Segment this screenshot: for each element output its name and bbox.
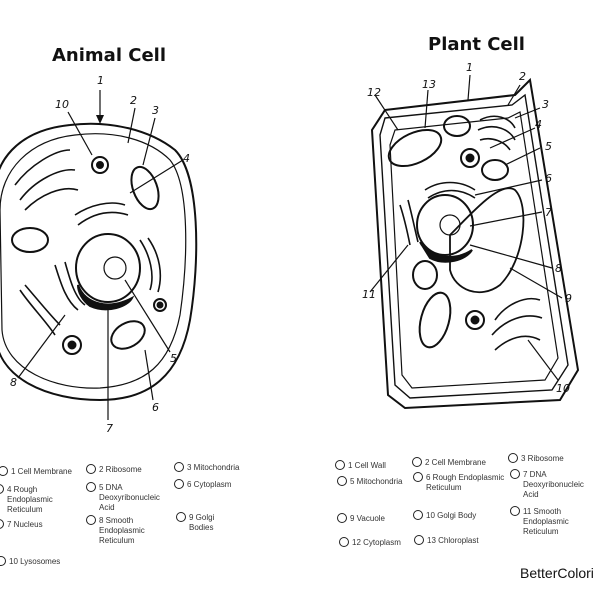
animal-label-3: 3 bbox=[152, 104, 159, 117]
animal-label-2: 2 bbox=[130, 94, 137, 107]
plant-rough-er bbox=[424, 181, 476, 199]
animal-nucleus bbox=[75, 233, 141, 303]
plant-labels: 1 2 3 4 5 6 7 8 9 10 11 12 13 bbox=[362, 61, 572, 395]
animal-nucleolus bbox=[103, 256, 127, 280]
plant-cell-inner-edge bbox=[389, 111, 559, 389]
plant-label-5: 5 bbox=[545, 140, 552, 153]
color-circle-icon[interactable] bbox=[0, 466, 8, 476]
animal-mitochondrion-1 bbox=[130, 165, 160, 211]
animal-nucleus-shade bbox=[77, 284, 135, 311]
animal-label-6: 6 bbox=[152, 401, 159, 414]
plant-organelle-1-core bbox=[465, 153, 475, 163]
color-circle-icon[interactable] bbox=[412, 457, 422, 467]
animal-leader-lines bbox=[17, 90, 184, 420]
animal-label-5: 5 bbox=[170, 352, 177, 365]
plant-chloroplast-2 bbox=[418, 291, 452, 349]
animal-cell bbox=[0, 90, 198, 420]
plant-label-11: 11 bbox=[362, 288, 376, 301]
brand-watermark: BetterColori bbox=[520, 565, 594, 581]
plant-label-2: 2 bbox=[519, 70, 526, 83]
animal-lysosome-oval bbox=[11, 227, 49, 253]
color-circle-icon[interactable] bbox=[510, 506, 520, 516]
color-circle-icon[interactable] bbox=[174, 479, 184, 489]
color-circle-icon[interactable] bbox=[337, 513, 347, 523]
plant-label-12: 12 bbox=[367, 86, 381, 99]
animal-rough-er bbox=[14, 149, 79, 211]
color-circle-icon[interactable] bbox=[86, 515, 96, 525]
color-circle-icon[interactable] bbox=[339, 537, 349, 547]
plant-golgi-2 bbox=[491, 298, 543, 351]
animal-label-7: 7 bbox=[106, 422, 113, 435]
animal-lysosome-3 bbox=[153, 298, 167, 312]
animal-arrow-1 bbox=[96, 115, 104, 124]
plant-organelle-2-core bbox=[470, 315, 480, 325]
animal-label-1: 1 bbox=[97, 74, 104, 87]
color-circle-icon[interactable] bbox=[413, 510, 423, 520]
animal-lysosome-1 bbox=[91, 156, 109, 174]
plant-cell bbox=[369, 74, 580, 410]
animal-lysosome-1-core bbox=[96, 161, 104, 169]
plant-mitochondrion-2 bbox=[481, 159, 509, 181]
plant-nucleus-shade bbox=[419, 241, 473, 263]
plant-cell-membrane bbox=[379, 93, 569, 399]
animal-cell-title: Animal Cell bbox=[52, 45, 167, 66]
plant-mitochondrion-1 bbox=[443, 115, 471, 137]
plant-label-4: 4 bbox=[535, 118, 542, 131]
plant-cell-title: Plant Cell bbox=[428, 34, 525, 55]
animal-label-4: 4 bbox=[183, 152, 190, 165]
plant-chloroplast-1 bbox=[387, 128, 443, 168]
plant-cell-wall bbox=[370, 77, 580, 410]
color-circle-icon[interactable] bbox=[335, 460, 345, 470]
plant-smooth-er bbox=[399, 199, 419, 246]
color-circle-icon[interactable] bbox=[0, 556, 6, 566]
animal-mitochondrion-2 bbox=[110, 320, 146, 350]
plant-label-3: 3 bbox=[542, 98, 549, 111]
plant-nucleus bbox=[416, 194, 474, 256]
animal-golgi bbox=[139, 237, 162, 293]
plant-label-1: 1 bbox=[466, 61, 473, 74]
plant-chloroplast-3 bbox=[412, 260, 438, 290]
animal-label-10: 10 bbox=[55, 98, 69, 111]
animal-labels: 1 2 3 4 5 6 7 8 10 bbox=[10, 74, 190, 435]
color-circle-icon[interactable] bbox=[508, 453, 518, 463]
color-circle-icon[interactable] bbox=[510, 469, 520, 479]
plant-label-10: 10 bbox=[556, 382, 570, 395]
plant-vacuole bbox=[449, 187, 525, 294]
plant-nucleolus bbox=[439, 214, 461, 236]
plant-organelle-2 bbox=[465, 310, 485, 330]
animal-lysosome-2 bbox=[62, 335, 82, 355]
plant-leader-lines bbox=[369, 74, 563, 381]
color-circle-icon[interactable] bbox=[337, 476, 347, 486]
plant-label-13: 13 bbox=[422, 78, 436, 91]
animal-cell-membrane-inner bbox=[0, 133, 187, 389]
color-circle-icon[interactable] bbox=[86, 482, 96, 492]
animal-er-left bbox=[19, 284, 61, 336]
animal-smooth-er bbox=[54, 261, 86, 311]
color-circle-icon[interactable] bbox=[413, 472, 423, 482]
animal-cell-membrane bbox=[0, 122, 198, 402]
animal-er-top bbox=[74, 202, 129, 226]
plant-label-8: 8 bbox=[555, 262, 562, 275]
animal-lysosome-2-core bbox=[67, 340, 77, 350]
animal-lysosome-3-core bbox=[156, 301, 164, 309]
animal-label-8: 8 bbox=[10, 376, 17, 389]
color-circle-icon[interactable] bbox=[414, 535, 424, 545]
plant-label-9: 9 bbox=[565, 292, 572, 305]
color-circle-icon[interactable] bbox=[176, 512, 186, 522]
color-circle-icon[interactable] bbox=[86, 464, 96, 474]
plant-organelle-1 bbox=[460, 148, 480, 168]
color-circle-icon[interactable] bbox=[174, 462, 184, 472]
plant-label-6: 6 bbox=[545, 172, 552, 185]
plant-label-7: 7 bbox=[545, 206, 552, 219]
